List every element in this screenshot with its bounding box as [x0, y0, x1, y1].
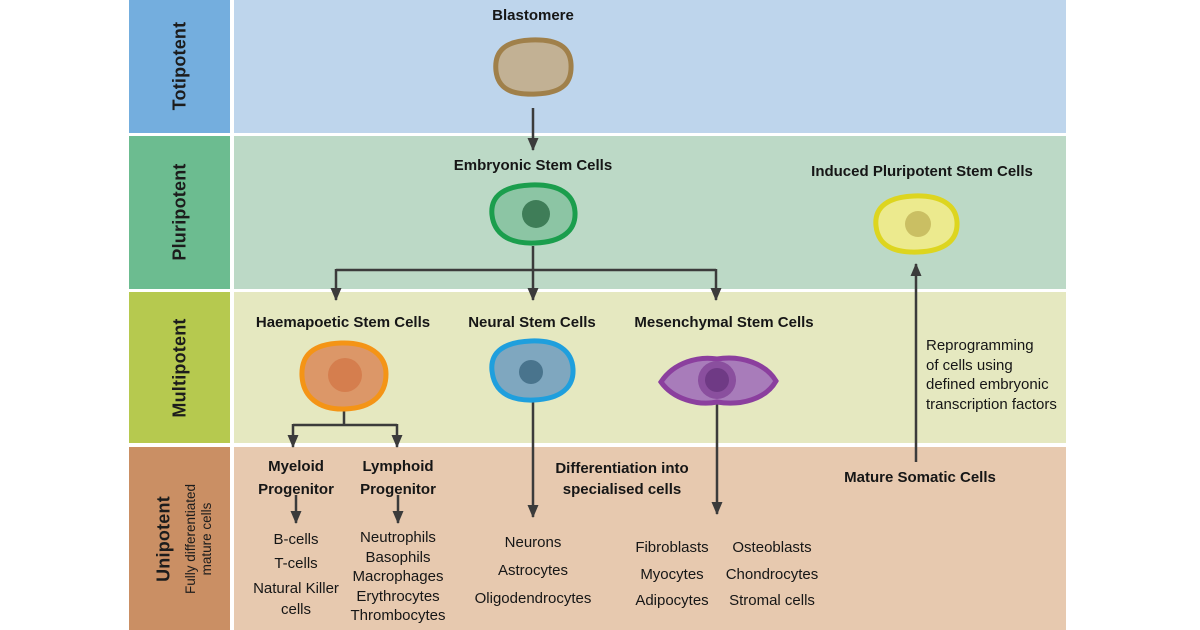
- list-item: Neutrophils: [360, 529, 436, 546]
- band-totipotent: [234, 0, 1066, 133]
- list-item: Myocytes: [640, 565, 704, 583]
- embryonic-label: Embryonic Stem Cells: [453, 157, 613, 174]
- list-item: Thrombocytes: [350, 607, 446, 624]
- list-item: Neurons: [504, 534, 562, 551]
- induced-pluripotent-cell-nucleus: [905, 211, 931, 237]
- myeloid-derived-list: B-cells T-cells Natural Killer cells: [253, 528, 339, 620]
- list-item: Stromal cells: [729, 592, 815, 609]
- list-item: Erythrocytes: [356, 587, 440, 605]
- list-item: Oligodendrocytes: [474, 590, 592, 607]
- reprogramming-note: Reprogramming of cells using defined emb…: [926, 337, 1057, 413]
- band-unipotent: [234, 447, 1066, 630]
- sidebar-totipotent-block: [129, 0, 230, 133]
- list-item: Basophils: [365, 548, 431, 566]
- list-item: Adipocytes: [635, 592, 709, 609]
- blastomere-cell: [493, 37, 574, 97]
- list-item: Fibroblasts: [635, 539, 709, 556]
- list-item: Macrophages: [352, 568, 444, 585]
- mesenchymal-label: Mesenchymal Stem Cells: [634, 314, 814, 331]
- mesenchymal-stem-cell-nucleolus: [705, 368, 729, 392]
- list-item: Natural Killer cells: [253, 580, 339, 618]
- neural-derived-list: Neurons Astrocytes Oligodendrocytes: [475, 529, 592, 613]
- mesenchymal-derived-list-right: Osteoblasts Chondrocytes Stromal cells: [726, 535, 819, 615]
- embryonic-stem-cell-nucleus: [522, 200, 550, 228]
- induced-label: Induced Pluripotent Stem Cells: [811, 163, 1033, 180]
- list-item: Osteoblasts: [732, 539, 812, 556]
- sidebar-pluripotent-block: [129, 136, 230, 289]
- differentiation-note: Differentiation into specialised cells: [555, 460, 689, 498]
- haemapoetic-label: Haemapoetic Stem Cells: [255, 314, 431, 331]
- sidebar-multipotent-block: [129, 292, 230, 443]
- haemapoetic-stem-cell-nucleus: [328, 358, 362, 392]
- list-item: Chondrocytes: [725, 565, 819, 583]
- list-item: B-cells: [273, 531, 319, 548]
- lymphoid-progenitor-label: Lymphoid Progenitor: [360, 458, 436, 498]
- neural-label: Neural Stem Cells: [468, 314, 596, 331]
- sidebar-unipotent-block: [129, 447, 230, 630]
- list-item: T-cells: [274, 555, 318, 572]
- mature-somatic-label: Mature Somatic Cells: [844, 469, 996, 486]
- list-item: Astrocytes: [497, 562, 569, 579]
- blastomere-label: Blastomere: [492, 7, 574, 24]
- lymphoid-derived-list: Neutrophils Basophils Macrophages Erythr…: [350, 528, 445, 626]
- neural-stem-cell-nucleus: [519, 360, 543, 384]
- mesenchymal-derived-list-left: Fibroblasts Myocytes Adipocytes: [635, 535, 708, 615]
- myeloid-progenitor-label: Myeloid Progenitor: [258, 458, 334, 498]
